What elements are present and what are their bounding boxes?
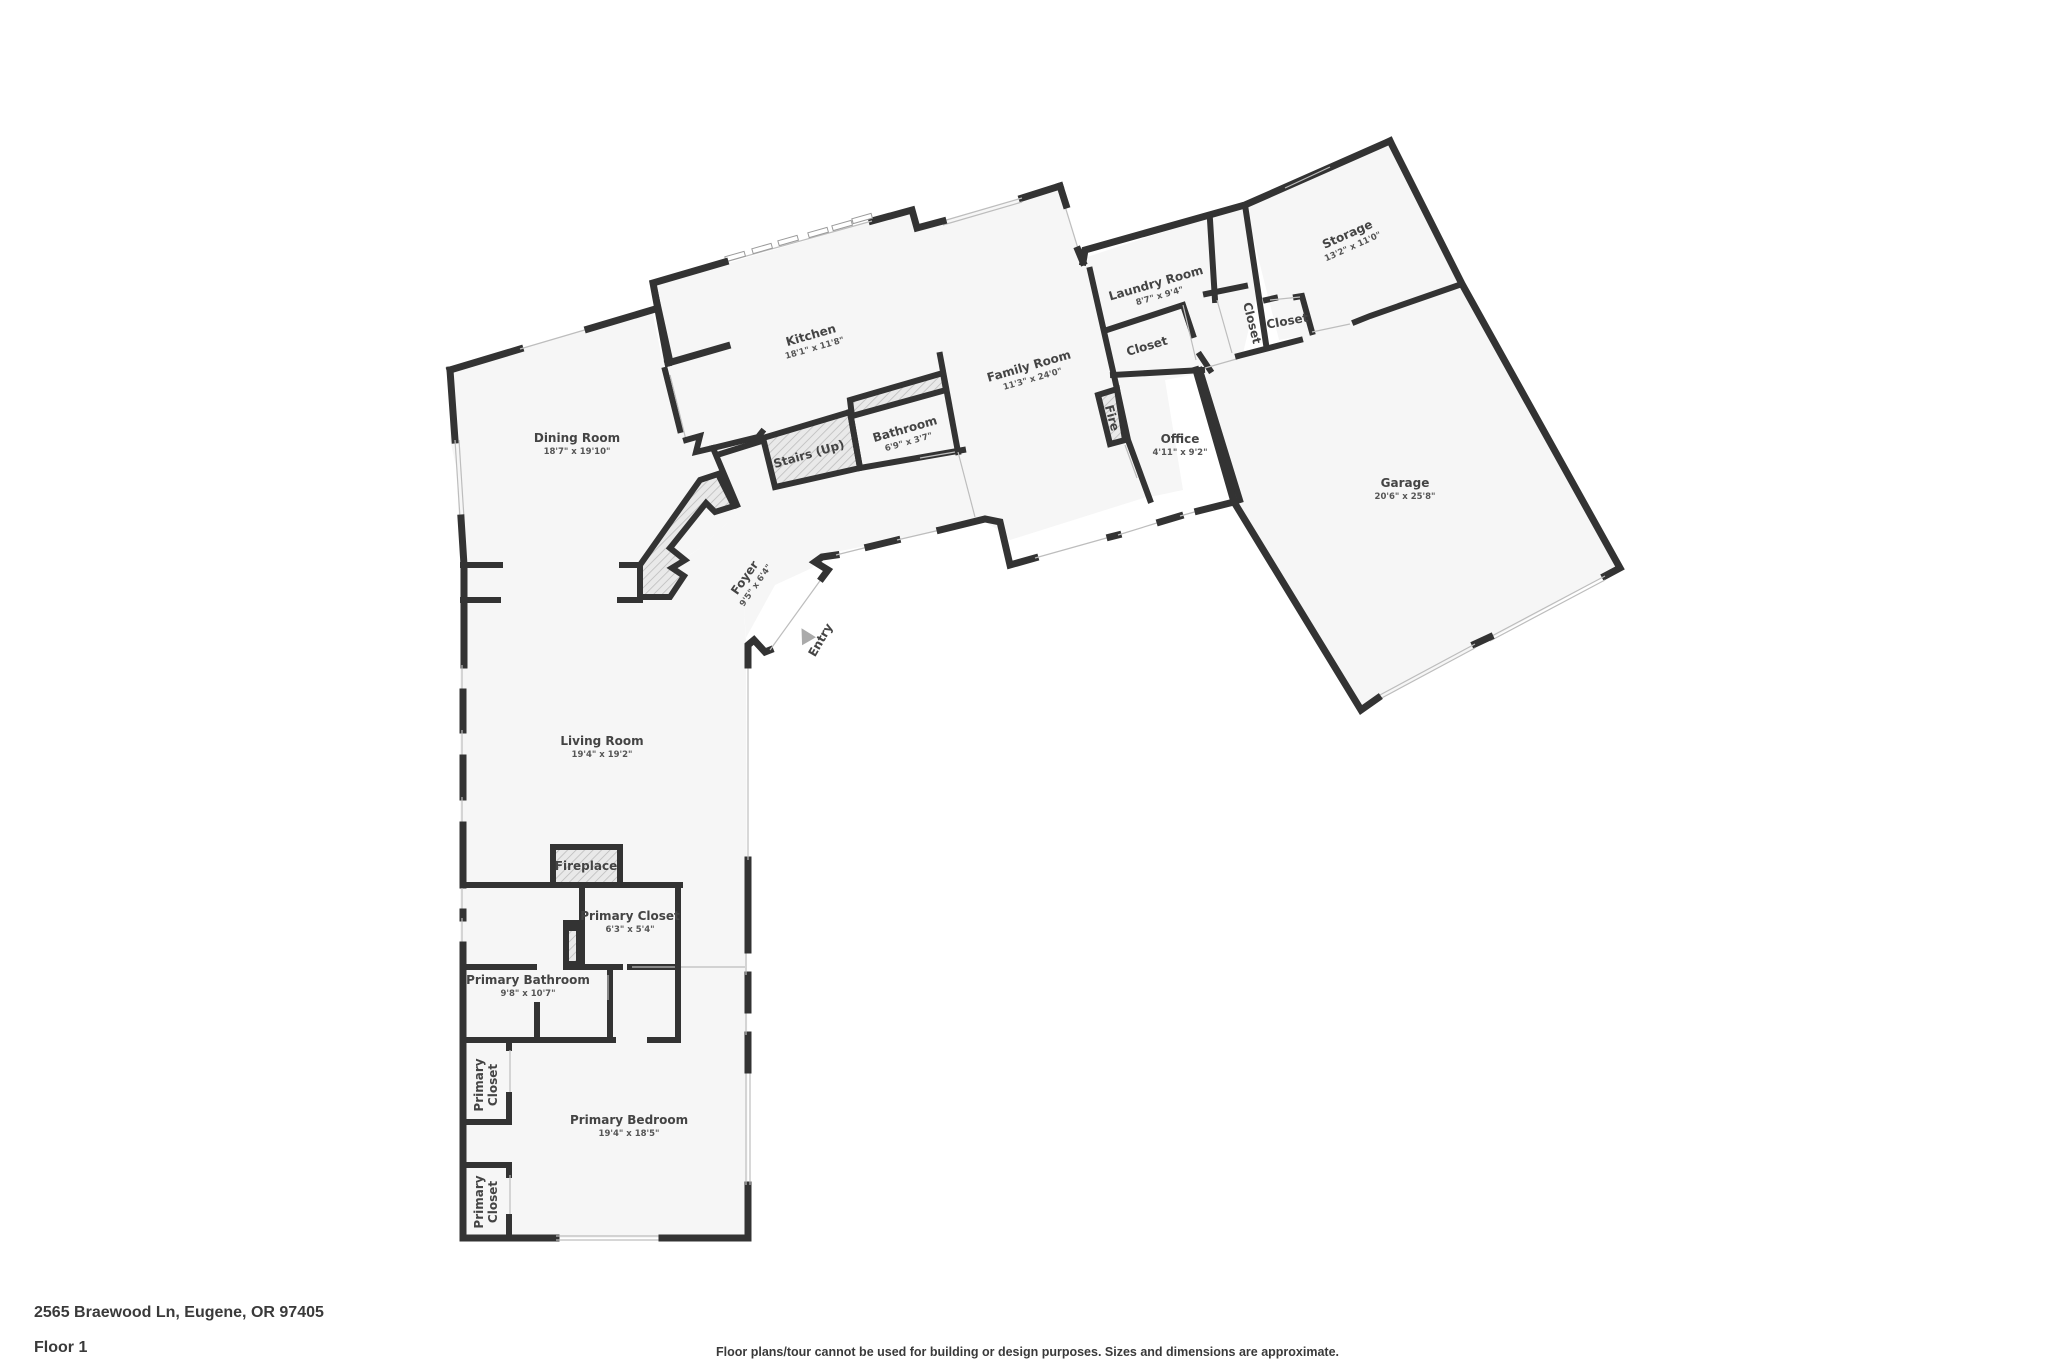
fireplace: Fireplace (555, 859, 617, 873)
room-living-room: Living Room 19'4" x 19'2" (560, 734, 643, 760)
room-dims: 18'7" x 19'10" (544, 447, 611, 457)
room-primary-closet-main: Primary Closet 6'3" x 5'4" (580, 909, 680, 935)
room-dims: 6'3" x 5'4" (605, 925, 654, 935)
room-dims: 9'8" x 10'7" (500, 989, 555, 999)
floor-label: Floor 1 (34, 1339, 88, 1356)
room-dims: 19'4" x 18'5" (599, 1129, 660, 1139)
room-name: Primary Closet (580, 909, 680, 923)
room-dims: 20'6" x 25'8" (1375, 492, 1436, 502)
fire: Fire (1102, 403, 1122, 432)
room-name: Office (1161, 432, 1200, 446)
room-name: Living Room (560, 734, 643, 748)
room-name: Dining Room (534, 431, 620, 445)
disclaimer: Floor plans/tour cannot be used for buil… (716, 1345, 1340, 1359)
room-primary-closet-lower: Primary Closet (472, 1175, 500, 1228)
fire-label: Fire (1102, 403, 1122, 432)
room-garage: Garage 20'6" x 25'8" (1375, 476, 1436, 502)
room-primary-bedroom: Primary Bedroom 19'4" x 18'5" (570, 1113, 688, 1139)
room-office: Office 4'11" x 9'2" (1152, 432, 1207, 458)
room-name-line1: Primary (472, 1175, 486, 1228)
entry-marker-icon (801, 628, 816, 646)
room-primary-closet-upper: Primary Closet (472, 1058, 500, 1111)
room-name-line2: Closet (486, 1064, 500, 1106)
room-primary-bathroom: Primary Bathroom 9'8" x 10'7" (466, 973, 590, 999)
interior-walls (460, 201, 1466, 1241)
fireplace-label: Fireplace (555, 859, 617, 873)
room-name-line1: Primary (472, 1058, 486, 1111)
room-dims: 4'11" x 9'2" (1152, 448, 1207, 458)
room-dims: 19'4" x 19'2" (572, 750, 633, 760)
property-address: 2565 Braewood Ln, Eugene, OR 97405 (34, 1304, 324, 1321)
floor-fills (450, 141, 1620, 1238)
room-name-line2: Closet (486, 1181, 500, 1223)
room-name: Primary Bedroom (570, 1113, 688, 1127)
room-dining-room: Dining Room 18'7" x 19'10" (534, 431, 620, 457)
room-name: Primary Bathroom (466, 973, 590, 987)
room-name: Garage (1381, 476, 1430, 490)
